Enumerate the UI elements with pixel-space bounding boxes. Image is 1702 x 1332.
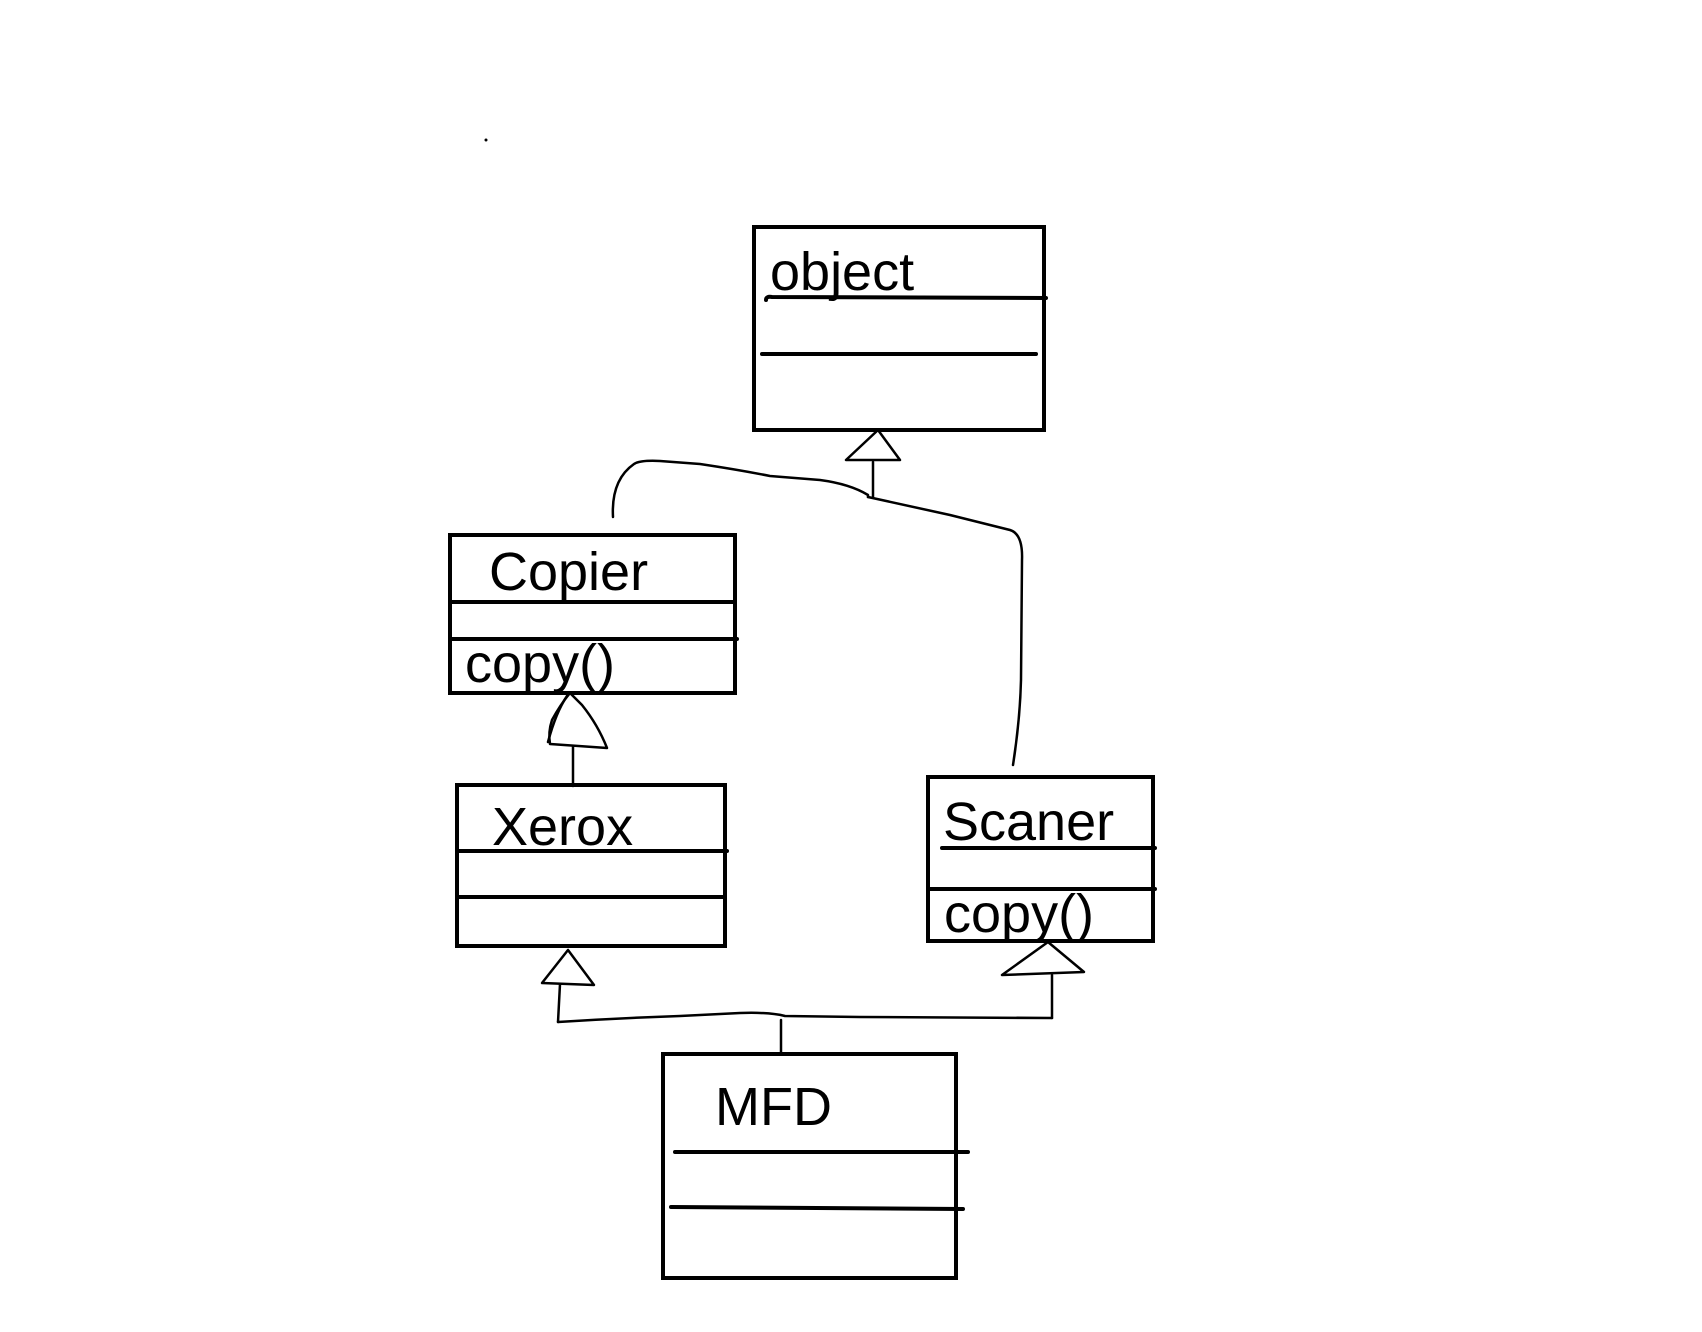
inheritance-mfd bbox=[540, 940, 1086, 1056]
class-xerox[interactable]: Xerox bbox=[455, 783, 729, 948]
class-xerox-name: Xerox bbox=[492, 797, 633, 857]
inheritance-to-object bbox=[611, 428, 1024, 767]
class-object-divider-1 bbox=[764, 294, 1048, 302]
class-mfd-box bbox=[661, 1052, 958, 1280]
class-mfd-divider-2 bbox=[669, 1205, 965, 1211]
class-copier-method: copy() bbox=[465, 634, 615, 694]
edge-scaner-to-object bbox=[866, 495, 1024, 767]
stray-dot bbox=[484, 138, 488, 142]
arrowhead-copier-sketch-stroke bbox=[546, 694, 569, 744]
edge-copier-to-object bbox=[611, 459, 870, 519]
edge-xerox-stem bbox=[556, 982, 562, 1024]
class-copier-name: Copier bbox=[489, 542, 648, 602]
class-scaner-box bbox=[926, 775, 1155, 943]
class-copier-box bbox=[448, 533, 737, 695]
generalization-arrowhead-object bbox=[844, 428, 902, 462]
class-object-box bbox=[752, 225, 1046, 432]
inheritance-xerox-to-copier bbox=[546, 691, 609, 788]
class-mfd[interactable]: MFD bbox=[661, 1052, 970, 1280]
class-scaner[interactable]: Scaner copy() bbox=[926, 775, 1157, 944]
class-copier[interactable]: Copier copy() bbox=[448, 533, 739, 695]
class-mfd-name: MFD bbox=[715, 1077, 832, 1137]
class-scaner-name: Scaner bbox=[943, 792, 1114, 852]
class-xerox-box bbox=[455, 783, 727, 948]
class-object[interactable]: object bbox=[752, 225, 1048, 432]
class-object-name: object bbox=[770, 242, 914, 302]
class-scaner-method: copy() bbox=[944, 884, 1094, 944]
generalization-arrowhead-xerox bbox=[540, 948, 596, 987]
generalization-arrowhead-scaner bbox=[1000, 940, 1086, 977]
edge-mfd-to-xerox-and-scaner bbox=[556, 1011, 1054, 1024]
generalization-arrowhead-copier bbox=[548, 691, 609, 750]
